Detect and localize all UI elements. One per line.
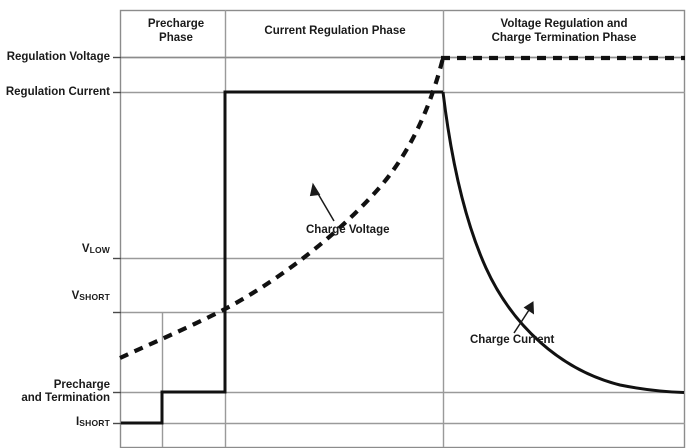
phase-title-voltage-regulation-line1: Voltage Regulation and	[500, 18, 628, 30]
phase-title-current-regulation-line1: Current Regulation Phase	[264, 25, 406, 37]
charge-current-rising	[121, 90, 443, 425]
axis-label-v-low-text: V	[81, 243, 90, 255]
phase-title-precharge: Precharge Phase	[140, 17, 212, 45]
annotation-charge-current: Charge Current	[470, 334, 554, 346]
phase-title-current-regulation: Current Regulation Phase	[232, 24, 438, 38]
axis-label-v-short-text: V	[71, 290, 80, 302]
axis-label-v-low: VLOW	[0, 243, 110, 256]
charge-voltage-leader	[309, 182, 335, 222]
axis-label-precharge-termination-line2: and Termination	[21, 392, 110, 404]
phase-title-voltage-regulation: Voltage Regulation and Charge Terminatio…	[448, 17, 680, 45]
axis-label-i-short-sub: SHORT	[79, 418, 110, 428]
annotation-charge-voltage-label: Charge Voltage	[306, 224, 390, 236]
charge-current-leader	[513, 301, 535, 334]
phase-title-voltage-regulation-line2: Charge Termination Phase	[491, 32, 637, 44]
axis-label-v-low-sub: LOW	[89, 245, 110, 255]
axis-label-i-short-text: I	[76, 416, 80, 428]
axis-label-v-short: VSHORT	[0, 290, 110, 303]
plot-border	[119, 9, 686, 448]
phase-title-precharge-line2: Phase	[159, 32, 193, 44]
axis-label-precharge-termination: Precharge and Termination	[0, 379, 110, 405]
charge-voltage-curve	[119, 57, 446, 360]
annotation-charge-voltage: Charge Voltage	[306, 224, 390, 236]
axis-label-regulation-current-text: Regulation Current	[5, 86, 110, 98]
annotation-charge-current-label: Charge Current	[470, 334, 555, 346]
axis-label-regulation-voltage-text: Regulation Voltage	[6, 51, 110, 63]
axis-label-regulation-current: Regulation Current	[0, 86, 110, 99]
axis-label-precharge-termination-line1: Precharge	[53, 379, 110, 391]
phase-title-precharge-line1: Precharge	[147, 18, 205, 30]
charge-current-decay	[441, 91, 685, 394]
axis-label-v-short-sub: SHORT	[79, 292, 110, 302]
axis-label-i-short: ISHORT	[0, 416, 110, 429]
axis-label-regulation-voltage: Regulation Voltage	[0, 51, 110, 64]
